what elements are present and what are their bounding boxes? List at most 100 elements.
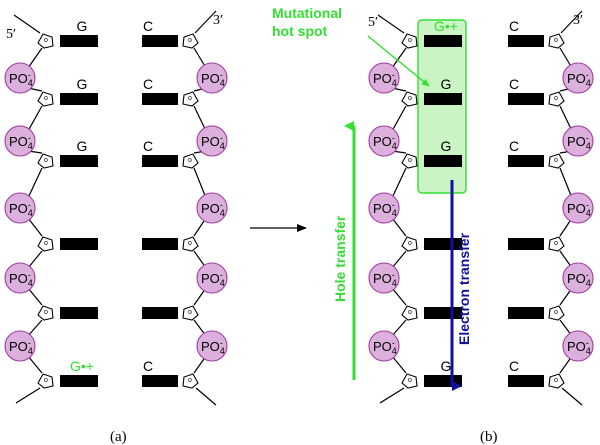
panel-b-left-end-label: 5′ [368,15,378,30]
svg-text:o: o [188,377,192,384]
base-bar [142,155,178,167]
svg-text:o: o [188,240,192,247]
deoxyribose-sugar: o [548,33,565,49]
phosphate-label: PO4- [373,338,397,356]
phosphate-group: PO4- [196,62,228,94]
phosphate-label: PO4- [201,133,225,151]
base-bar [424,35,462,47]
base-bar [60,307,98,319]
phosphate-label: PO4- [9,70,33,88]
base-label: C [143,76,153,92]
svg-text:o: o [44,240,48,247]
svg-text:o: o [408,95,412,102]
deoxyribose-sugar: o [182,305,199,321]
panel-a-label: (a) [110,429,127,445]
deoxyribose-sugar: o [548,373,565,389]
base-bar [60,155,98,167]
svg-text:o: o [188,157,192,164]
deoxyribose-sugar: o [37,373,54,389]
deoxyribose-sugar: o [37,33,54,49]
phosphate-label: PO4- [9,270,33,288]
phosphate-group: PO4- [4,330,36,362]
deoxyribose-sugar: o [182,153,199,169]
base-bar [142,375,178,387]
phosphate-group: PO4- [4,192,36,224]
svg-text:o: o [44,309,48,316]
phosphate-label: PO4- [373,270,397,288]
base-bar [142,238,178,250]
phosphate-label: PO4- [567,70,591,88]
base-label: C [509,76,519,92]
base-label: G [77,18,88,34]
phosphate-label: PO4- [567,270,591,288]
phosphate-label: PO4- [373,200,397,218]
base-bar [508,93,544,105]
phosphate-group: PO4- [368,330,400,362]
base-label: C [143,358,153,374]
svg-text:o: o [554,309,558,316]
phosphate-group: PO4- [368,192,400,224]
phosphate-group: PO4- [4,262,36,294]
backbone [559,10,583,406]
svg-text:o: o [188,95,192,102]
hole-transfer-label: Hole transfer [332,215,348,302]
deoxyribose-sugar: o [548,236,565,252]
panel-b-right-end-label: 3′ [573,13,583,28]
deoxyribose-sugar: o [37,153,54,169]
panel-a-left-end-label: 5′ [6,27,16,42]
phosphate-label: PO4- [201,270,225,288]
phosphate-label: PO4- [567,133,591,151]
base-label: C [143,18,153,34]
base-label: G [77,76,88,92]
svg-text:o: o [44,157,48,164]
deoxyribose-sugar: o [401,236,418,252]
base-label: G•+ [434,18,458,34]
deoxyribose-sugar: o [182,33,199,49]
base-label: C [509,358,519,374]
base-bar [424,155,462,167]
deoxyribose-sugar: o [182,91,199,107]
deoxyribose-sugar: o [182,236,199,252]
base-label: C [509,138,519,154]
base-bar [142,93,178,105]
base-label: C [509,18,519,34]
phosphate-group: PO4- [562,62,594,94]
phosphate-group: PO4- [196,330,228,362]
phosphate-group: PO4- [368,62,400,94]
svg-text:o: o [408,377,412,384]
svg-text:o: o [44,95,48,102]
base-bar [142,307,178,319]
phosphate-group: PO4- [562,192,594,224]
phosphate-group: PO4- [196,262,228,294]
base-label: C [143,138,153,154]
phosphate-group: PO4- [562,262,594,294]
panel-a-right-end-label: 3′ [213,13,223,28]
base-bar [424,375,462,387]
phosphate-group: PO4- [368,125,400,157]
deoxyribose-sugar: o [401,153,418,169]
svg-text:o: o [554,240,558,247]
phosphate-label: PO4- [201,338,225,356]
deoxyribose-sugar: o [401,33,418,49]
phosphate-group: PO4- [4,125,36,157]
phosphate-label: PO4- [9,200,33,218]
backbone [193,10,217,406]
phosphate-group: PO4- [368,262,400,294]
mutational-hotspot-box [417,19,467,194]
phosphate-label: PO4- [9,133,33,151]
base-bar [60,238,98,250]
base-bar [142,35,178,47]
phosphate-label: PO4- [567,200,591,218]
phosphate-group: PO4- [196,125,228,157]
phosphate-label: PO4- [567,338,591,356]
hotspot-label-line1: Mutational [272,5,342,21]
base-bar [508,35,544,47]
deoxyribose-sugar: o [401,91,418,107]
base-label: G•+ [70,358,94,374]
base-label: G [441,76,452,92]
base-bar [508,238,544,250]
phosphate-label: PO4- [373,133,397,151]
